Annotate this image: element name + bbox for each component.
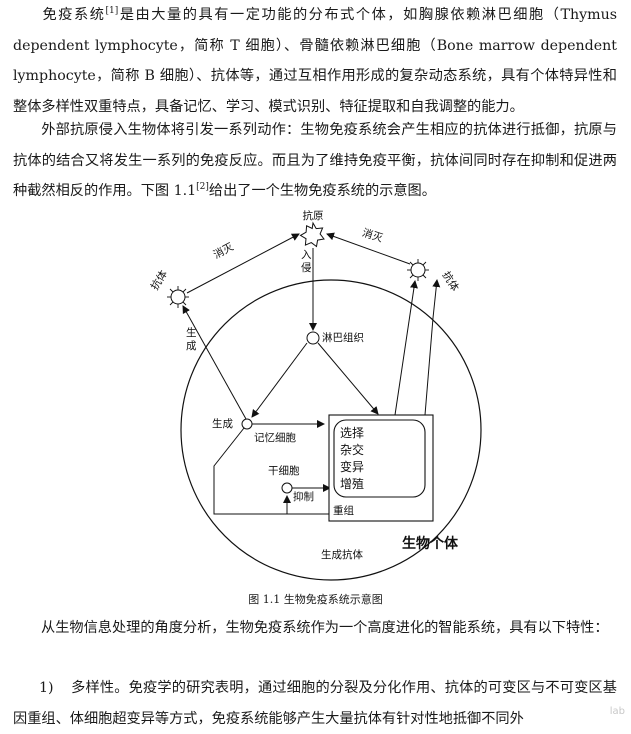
process-inner-box <box>333 419 426 498</box>
antibody-right-icon <box>410 262 426 278</box>
box-line-crossover: 杂交 <box>340 442 364 457</box>
antibody-left-label: 抗体 <box>148 267 170 292</box>
stem-cell-label: 干细胞 <box>268 464 300 477</box>
box-line-mutation: 变异 <box>340 459 364 474</box>
recombine-label: 重组 <box>333 504 354 517</box>
generate-label: 生成 <box>212 417 233 430</box>
para1-text-start: 免疫系统 <box>41 7 106 23</box>
paragraph-immune-system-intro: 免疫系统[1]是由大量的具有一定功能的分布式个体，如胸腺依赖淋巴细胞（Thymu… <box>13 0 617 122</box>
citation-2[interactable]: [2] <box>196 182 209 192</box>
eliminate-right-arrow <box>326 232 411 265</box>
invade-label: 入侵 <box>301 249 312 274</box>
memory-cell-node <box>241 418 253 430</box>
box-to-antibody-arrow-1 <box>394 280 418 416</box>
para3-text: 从生物信息处理的角度分析，生物免疫系统作为一个高度进化的智能系统，具有以下特性： <box>41 620 609 636</box>
box-to-antibody-line-2 <box>424 317 434 416</box>
figure-caption: 图 1.1 生物免疫系统示意图 <box>248 593 383 606</box>
lymph-tissue-label: 淋巴组织 <box>322 331 364 344</box>
list-item-text: 多样性。免疫学的研究表明，通过细胞的分裂及分化作用、抗体的可变区与不可变区基因重… <box>13 680 617 727</box>
suppress-label: 抑制 <box>293 490 314 503</box>
eliminate-left-label: 消灭 <box>211 240 236 262</box>
antigen-label: 抗原 <box>303 209 324 222</box>
antigen-star-icon <box>299 221 325 248</box>
lymph-tissue-node <box>306 331 320 345</box>
paragraph-antigen-invasion: 外部抗原侵入生物体将引发一系列动作：生物免疫系统会产生相应的抗体进行抵御，抗原与… <box>13 115 617 207</box>
recombine-loop-line <box>213 427 330 515</box>
citation-1[interactable]: [1] <box>105 6 119 16</box>
generate-antibody-left-arrow <box>182 305 247 420</box>
stem-cell-node <box>281 482 293 494</box>
box-to-antibody-arrow-2 <box>432 279 441 319</box>
para1-text-rest: 是由大量的具有一定功能的分布式个体，如胸腺依赖淋巴细胞（Thymus depen… <box>13 7 617 115</box>
list-number: 1) <box>39 680 54 696</box>
list-item-diversity: 1)多样性。免疫学的研究表明，通过细胞的分裂及分化作用、抗体的可变区与不可变区基… <box>13 673 617 734</box>
eliminate-right-label: 消灭 <box>361 226 385 245</box>
antibody-left-spikes-icon <box>167 286 189 308</box>
antibody-left-icon <box>170 289 186 305</box>
organism-label: 生物个体 <box>402 535 459 552</box>
box-line-proliferation: 增殖 <box>340 476 364 491</box>
watermark: lab <box>609 706 625 717</box>
organism-circle <box>180 279 482 581</box>
box-line-select: 选择 <box>340 426 364 440</box>
paragraph-characteristics: 从生物信息处理的角度分析，生物免疫系统作为一个高度进化的智能系统，具有以下特性： <box>13 613 617 644</box>
para2-text-rest: 给出了一个生物免疫系统的示意图。 <box>208 183 436 199</box>
eliminate-left-arrow <box>186 233 300 294</box>
antibody-right-spikes-icon <box>407 259 429 281</box>
antibody-right-label: 抗体 <box>440 269 462 294</box>
generate-antibody-label: 生成抗体 <box>321 548 363 561</box>
para2-text-start: 外部抗原侵入生物体将引发一系列动作：生物免疫系统会产生相应的抗体进行抵御，抗原与… <box>13 122 617 199</box>
memory-cell-label: 记忆细胞 <box>254 431 296 444</box>
lymph-to-memory-arrow <box>251 342 308 418</box>
lymph-to-box-arrow <box>317 342 379 415</box>
generate-vertical-label: 生成 <box>186 326 197 352</box>
